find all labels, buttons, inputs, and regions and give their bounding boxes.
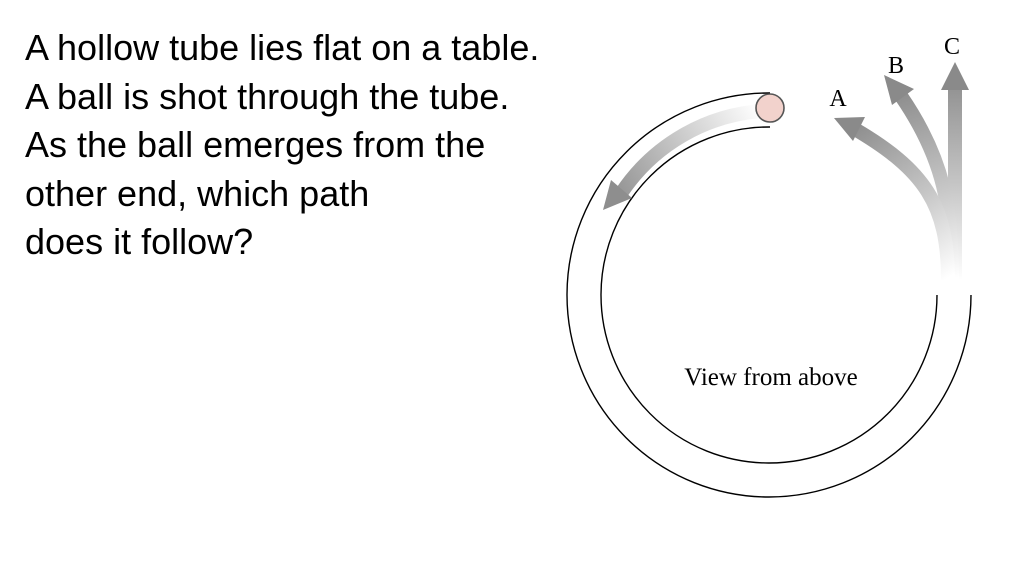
ball-motion-arrowhead [603,180,632,210]
path-a-label: A [829,86,847,112]
path-a-arrow [849,121,955,281]
path-c-label: C [944,34,960,60]
question-line-3: As the ball emerges from the [25,124,486,165]
question-line-1: A hollow tube lies flat on a table. [25,27,540,68]
tube-inner-wall [600,126,938,464]
question-line-5: does it follow? [25,221,254,262]
ball [755,93,785,123]
ball-motion-arrow [616,104,763,196]
figure-caption: View from above [684,364,857,391]
question-text: A hollow tube lies flat on a table. A ba… [25,24,625,267]
question-line-4: other end, which path [25,172,370,214]
tube-outer-wall [566,92,972,498]
path-a-arrowhead [834,117,865,141]
path-b-label: B [888,53,904,79]
path-b-arrowhead [884,75,914,105]
question-line-2: A ball is shot through the tube. [25,75,510,117]
path-c-arrowhead [941,62,969,90]
